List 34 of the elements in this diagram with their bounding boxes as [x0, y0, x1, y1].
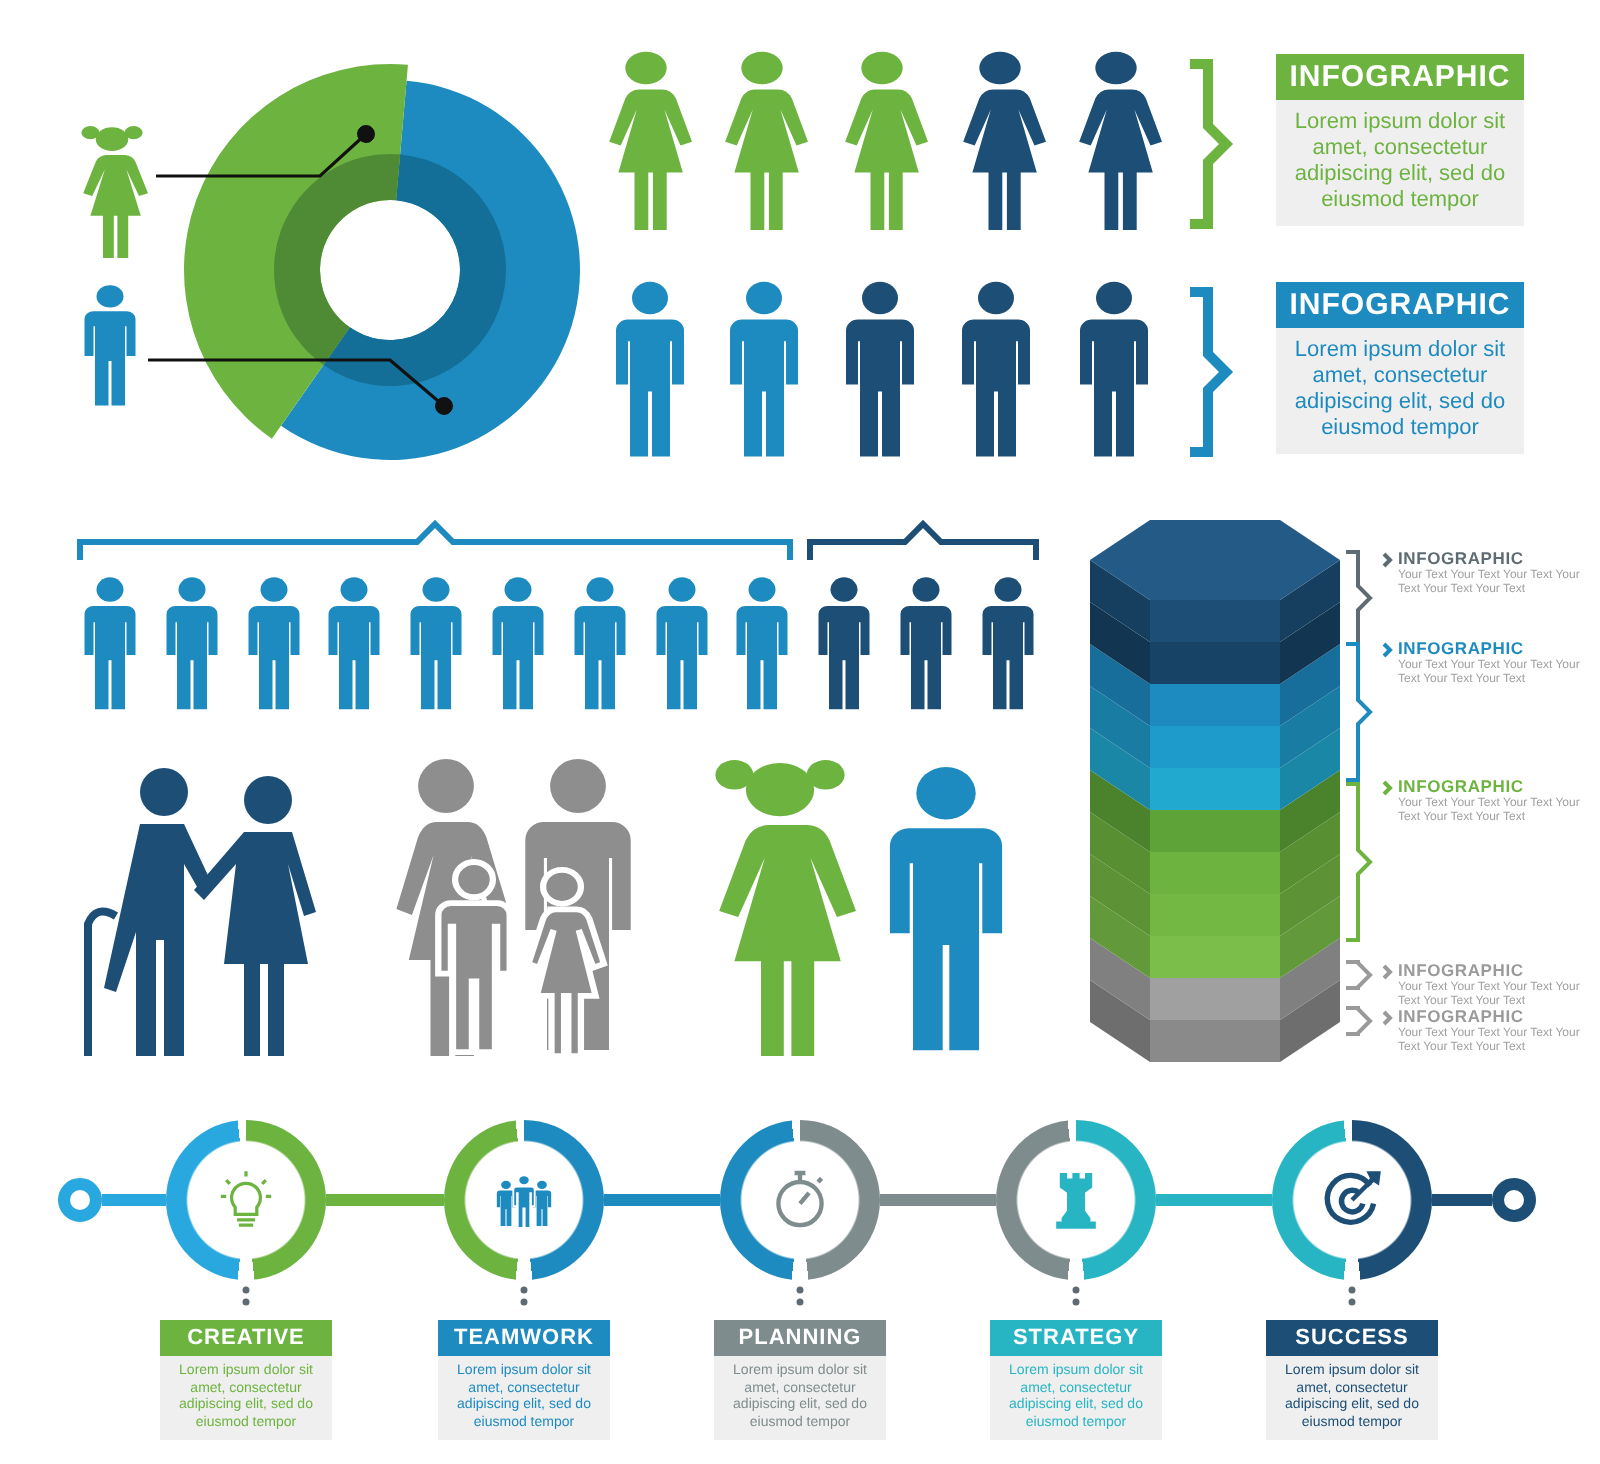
- info-card: [1276, 54, 1524, 226]
- label-heading: INFOGRAPHIC: [1398, 960, 1524, 980]
- chart-segment: [184, 64, 408, 439]
- connector-line: [1156, 1194, 1272, 1206]
- leader-line: [156, 125, 375, 178]
- card-heading: PLANNING: [714, 1320, 886, 1356]
- card-heading: CREATIVE: [160, 1320, 332, 1356]
- info-card: [160, 1320, 332, 1440]
- info-card: [1266, 1320, 1438, 1440]
- card-heading: SUCCESS: [1266, 1320, 1438, 1356]
- end-dot: [1492, 1178, 1536, 1222]
- connector-line: [880, 1194, 996, 1206]
- connector-line: [102, 1194, 166, 1206]
- info-card: [1276, 282, 1524, 454]
- label-heading: INFOGRAPHIC: [1398, 776, 1524, 796]
- info-card: [990, 1320, 1162, 1440]
- info-card: [438, 1320, 610, 1440]
- connector-line: [326, 1194, 444, 1206]
- end-dot: [58, 1178, 102, 1222]
- connector-line: [1432, 1194, 1492, 1206]
- connector-line: [604, 1194, 720, 1206]
- info-card: [714, 1320, 886, 1440]
- card-text: Lorem ipsum dolor sit amet, consectetur adipiscing elit, sed do eiusmod tempor: [1292, 108, 1508, 214]
- card-text: Lorem ipsum dolor sit amet, consectetur adipiscing elit, sed do eiusmod tempor: [1292, 336, 1508, 442]
- label-heading: INFOGRAPHIC: [1398, 548, 1524, 568]
- girl-icon: [76, 126, 148, 258]
- card-heading: INFOGRAPHIC: [1276, 54, 1524, 100]
- leader-line: [148, 358, 453, 415]
- card-heading: STRATEGY: [990, 1320, 1162, 1356]
- person-icon: [80, 284, 140, 408]
- card-heading: INFOGRAPHIC: [1276, 282, 1524, 328]
- card-heading: TEAMWORK: [438, 1320, 610, 1356]
- label-heading: INFOGRAPHIC: [1398, 1006, 1524, 1026]
- label-heading: INFOGRAPHIC: [1398, 638, 1524, 658]
